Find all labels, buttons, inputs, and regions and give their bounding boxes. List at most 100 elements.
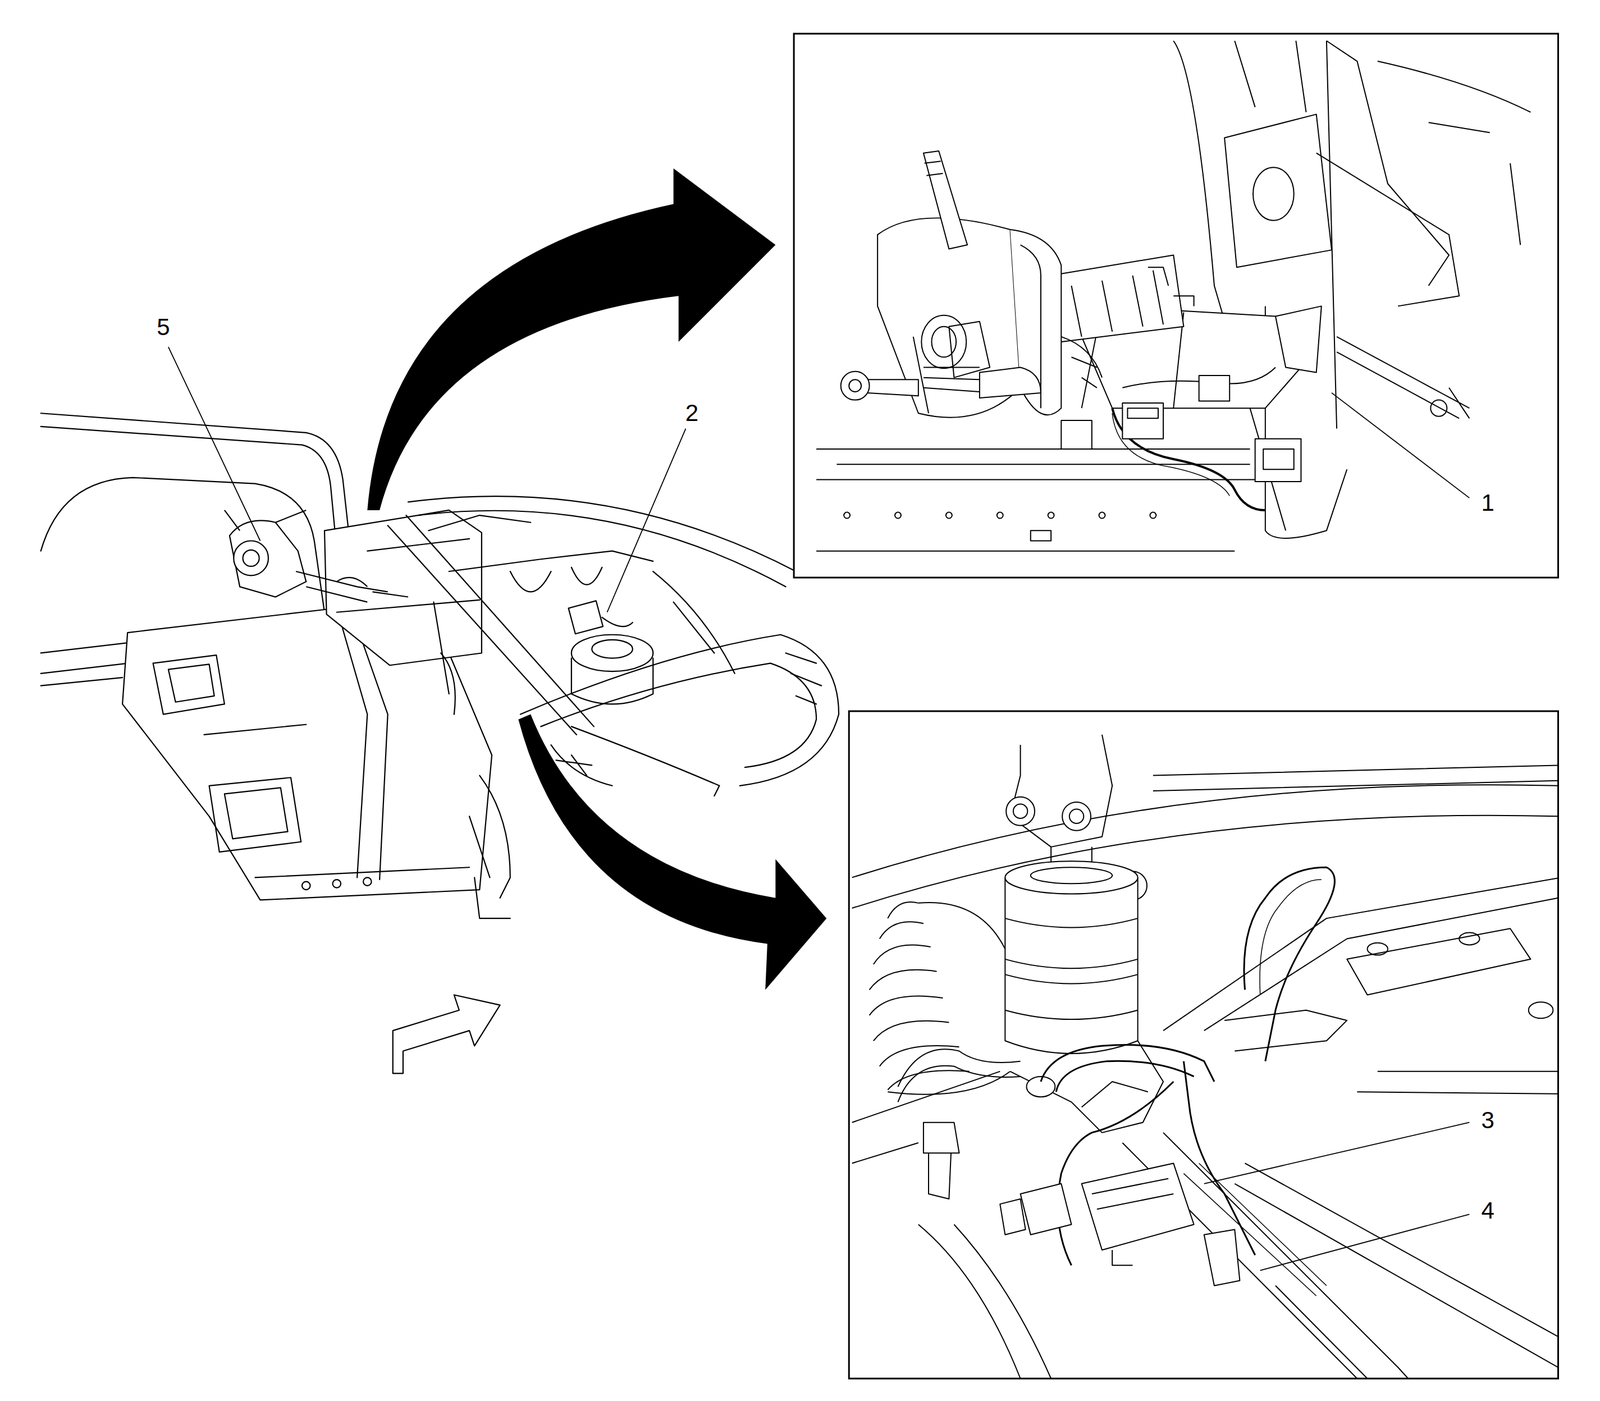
- steering-gear-detail: [1009, 1040, 1164, 1133]
- body-structure: [785, 652, 822, 704]
- callout-number: 4: [1478, 1198, 1497, 1224]
- body-structure: [601, 617, 633, 627]
- view-arrow: [367, 168, 827, 990]
- body-structure: [209, 777, 302, 853]
- steering-gear-detail: [852, 1071, 1001, 1164]
- steering-gear-detail: [897, 1066, 1021, 1103]
- steering-column-detail: [997, 512, 1004, 519]
- leader-line: [1260, 1214, 1470, 1271]
- steering-column-detail: [1061, 336, 1103, 388]
- steering-gear-detail: [1091, 1178, 1174, 1266]
- steering-column-detail: [843, 512, 850, 519]
- direction-arrow: [392, 994, 501, 1074]
- steering-column: [336, 577, 409, 598]
- steering-gear-detail: [852, 784, 1559, 909]
- steering-gear-detail: [852, 734, 1559, 1379]
- steering-gear-detail: [1234, 1163, 1558, 1368]
- steering-gear-detail: [1004, 861, 1138, 894]
- steering-column-detail: [1224, 114, 1332, 268]
- body-structure: [302, 881, 311, 891]
- callout-number: 2: [683, 400, 701, 427]
- steering-gear-detail: [1459, 933, 1480, 946]
- leader-line: [1204, 1122, 1470, 1184]
- steering-gear-detail: [869, 902, 970, 1090]
- steering-column-detail: [1253, 167, 1295, 221]
- steering-gear-detail: [1224, 1010, 1347, 1052]
- body-structure: [324, 510, 482, 666]
- steering-column-detail: [836, 463, 1250, 465]
- steering-column: [229, 520, 306, 597]
- body-structure: [168, 664, 215, 702]
- steering-column-detail: [1326, 40, 1337, 429]
- steering-gear-detail: [1346, 928, 1531, 995]
- steering-column-detail: [1149, 512, 1156, 519]
- steering-gear-detail: [1009, 734, 1113, 848]
- steering-column-detail: [1071, 270, 1164, 337]
- steering-column-detail: [1275, 305, 1322, 373]
- steering-gear-detail: [1259, 879, 1322, 995]
- steering-column-detail: [1061, 420, 1092, 450]
- leader-line: [1331, 392, 1470, 498]
- body-structure: [363, 877, 372, 886]
- steering-gear-detail: [1528, 1002, 1554, 1019]
- body-structure: [571, 634, 653, 672]
- steering-column-detail: [1234, 40, 1306, 113]
- callout-number: 3: [1478, 1107, 1497, 1134]
- steering-column-detail: [1030, 530, 1051, 541]
- steering-gear-detail: [1081, 1081, 1149, 1108]
- body-structure: [332, 879, 342, 889]
- view-arrow: [518, 714, 827, 991]
- steering-gear-detail: [1013, 804, 1028, 819]
- leader-line: [168, 346, 261, 541]
- steering-column-detail: [1099, 512, 1106, 519]
- body-structure: [224, 787, 288, 839]
- steering-column-detail: [979, 367, 1041, 399]
- body-structure: [204, 724, 470, 879]
- body-structure: [433, 602, 455, 715]
- steering-column-detail: [1127, 408, 1159, 419]
- body-structure: [652, 571, 735, 674]
- callout-number: 1: [1478, 490, 1497, 516]
- steering-gear-detail: [1275, 1286, 1368, 1379]
- view-arrow: [367, 168, 776, 511]
- steering-column-detail: [924, 161, 944, 176]
- steering-column: [224, 510, 306, 531]
- steering-column-detail: [1430, 400, 1447, 417]
- steering-gear-detail: [897, 1049, 1021, 1087]
- steering-column-detail: [1255, 439, 1302, 482]
- leader-line: [606, 428, 686, 613]
- steering-gear-detail: [1356, 1071, 1558, 1095]
- body-structure: [520, 634, 839, 786]
- steering-column-detail: [1377, 61, 1531, 245]
- body-structure: [591, 640, 633, 659]
- steering-column-detail: [840, 371, 870, 401]
- steering-gear-detail: [1062, 802, 1091, 831]
- steering-column-detail: [923, 151, 968, 250]
- body-structure: [40, 477, 325, 613]
- steering-column-detail: [921, 315, 967, 369]
- body-structure: [336, 608, 368, 878]
- steering-gear-detail: [1004, 918, 1138, 1020]
- steering-column-detail: [1326, 40, 1449, 286]
- steering-column: [233, 540, 269, 576]
- body-structure: [428, 515, 531, 531]
- detail-frame: [793, 33, 1558, 578]
- body-structure: [568, 600, 603, 634]
- steering-gear-detail: [918, 1224, 1051, 1380]
- steering-gear-detail: [1069, 809, 1084, 824]
- steering-gear-detail: [1081, 1163, 1195, 1251]
- body-structure: [40, 413, 839, 919]
- body-structure: [474, 877, 511, 919]
- steering-column-detail: [816, 40, 1531, 552]
- steering-gear-detail: [1183, 1061, 1255, 1256]
- leader-line: [168, 346, 1470, 1271]
- body-structure: [469, 775, 511, 899]
- body-structure: [40, 413, 354, 572]
- steering-column-detail: [923, 367, 980, 392]
- steering-column-detail: [848, 379, 862, 392]
- body-structure: [40, 677, 123, 687]
- steering-column-detail: [913, 321, 990, 414]
